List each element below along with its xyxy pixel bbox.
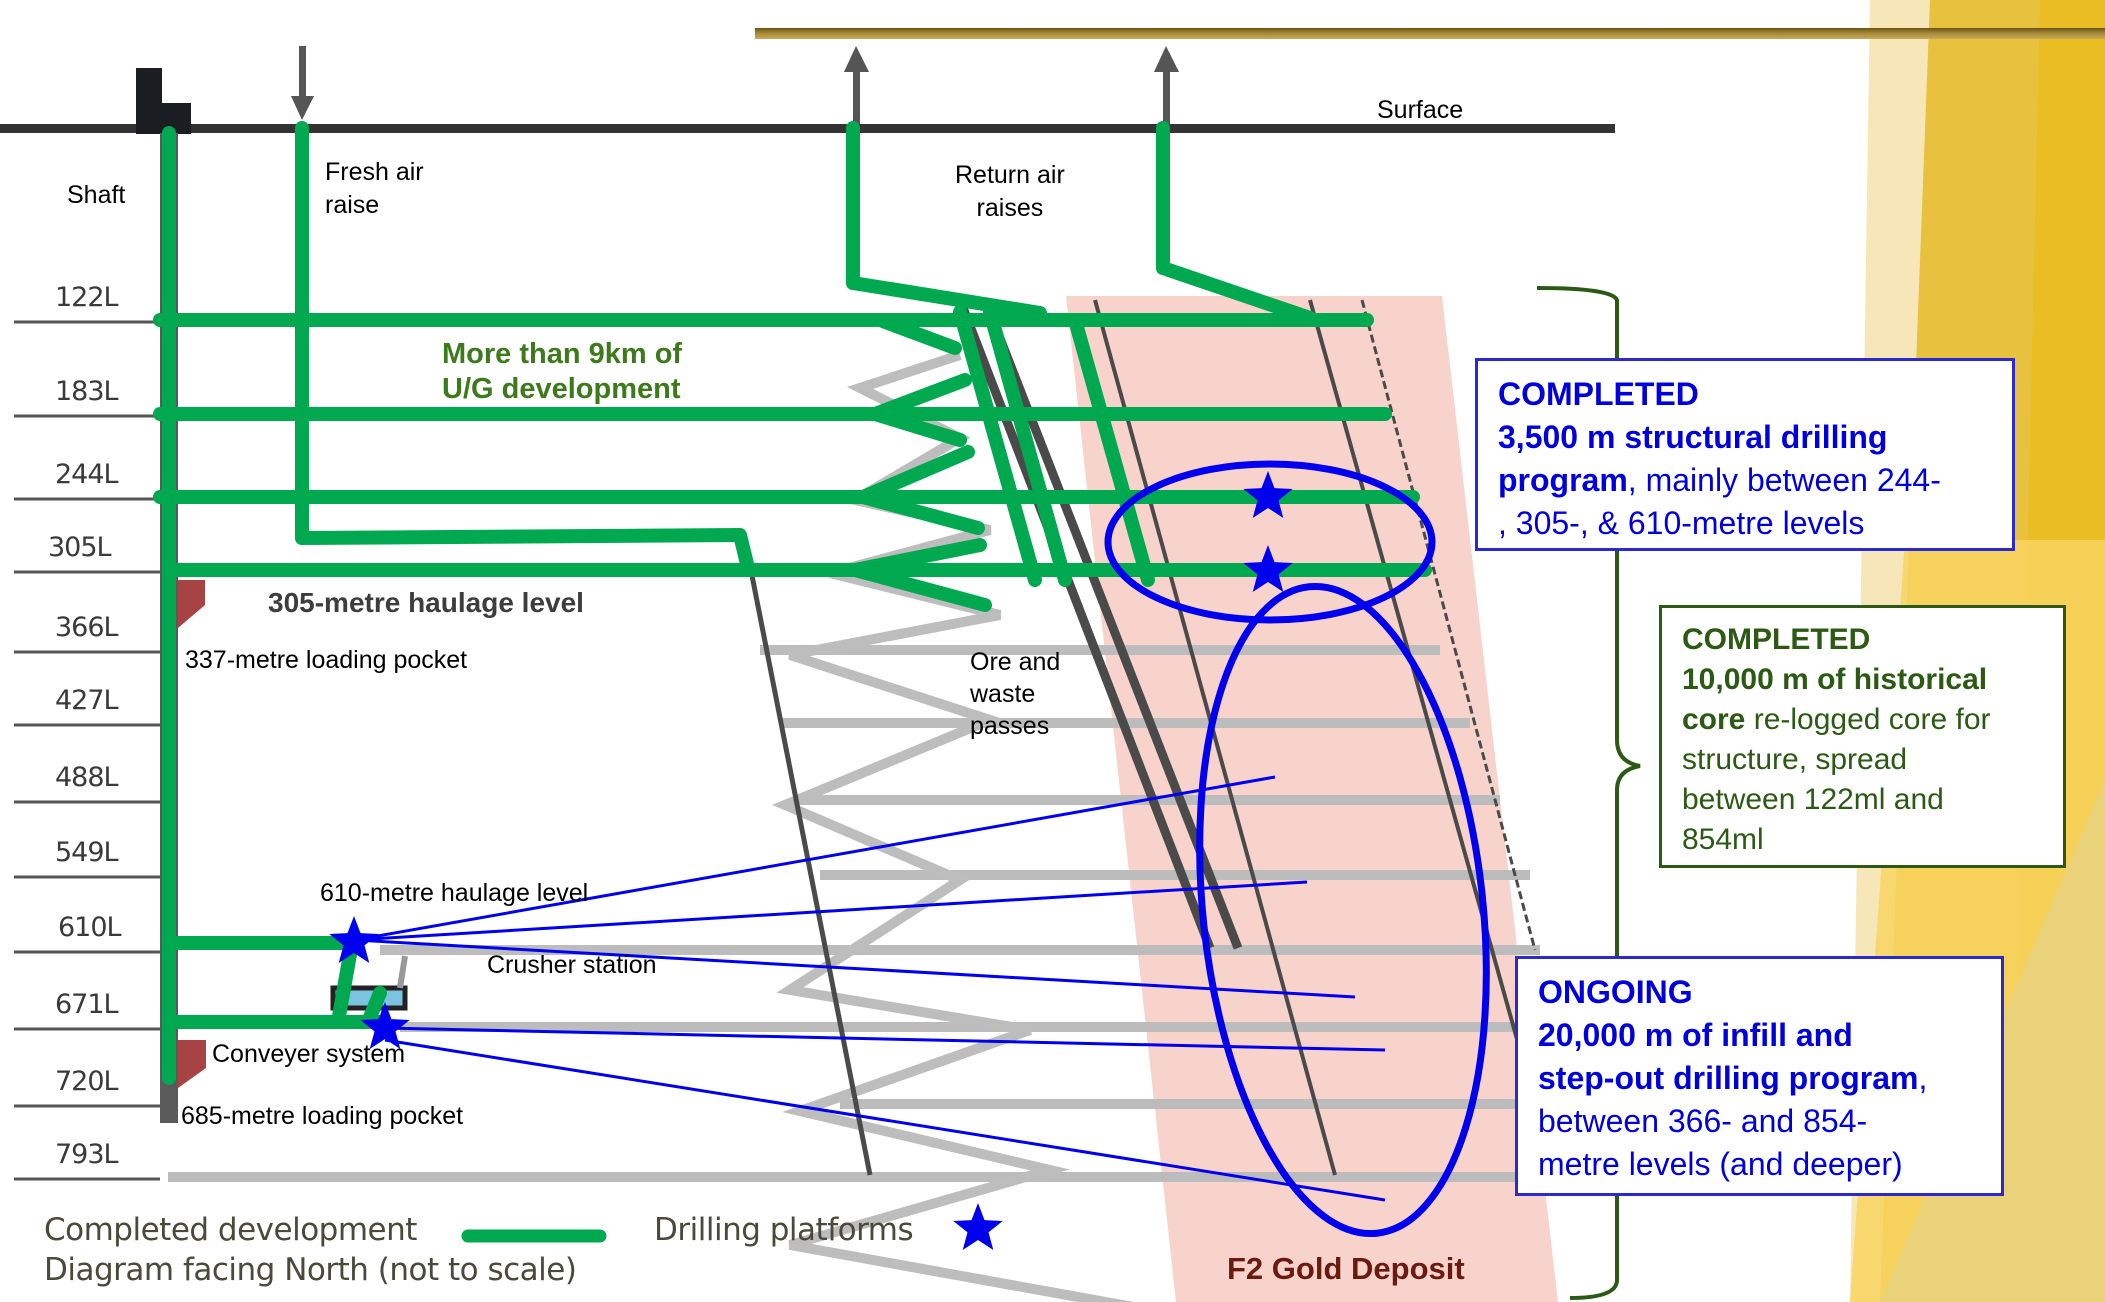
return-air-arrow-icon (844, 46, 869, 124)
level-label: 671L (55, 989, 119, 1020)
label-line: Return air (955, 161, 1065, 189)
label-line: Ore and (970, 648, 1061, 676)
level-label: 122L (55, 282, 119, 313)
callout-text: between 122ml and (1682, 783, 1944, 816)
callout-text: , mainly between 244- (1627, 462, 1941, 498)
callout-text: core (1682, 703, 1746, 736)
drilling-platform-star-icon (329, 916, 379, 963)
callout-text: 10,000 m of historical (1682, 663, 1988, 696)
level-label: 244L (55, 459, 119, 490)
callout-text: 3,500 m structural drilling (1498, 419, 1888, 455)
legend-completed-development: Completed development (44, 1212, 417, 1248)
completed-drilling-ellipse (1104, 460, 1436, 624)
callout-status: ONGOING (1538, 974, 1693, 1010)
legend-star-icon (953, 1203, 1003, 1250)
level-label: 366L (55, 612, 119, 643)
label-line: waste (970, 680, 1036, 708)
callout-text: re-logged core for (1745, 703, 1991, 736)
ongoing-drilling-ellipse (1196, 582, 1490, 1238)
callout-structural-drilling: COMPLETED 3,500 m structural drilling pr… (1475, 358, 2015, 551)
return-air-arrow-icon (1154, 46, 1179, 124)
return-air-raises-label: Return air raises (955, 159, 1065, 225)
level-label: 183L (55, 376, 119, 407)
level-label: 549L (55, 837, 119, 868)
loading-pocket-685-label: 685-metre loading pocket (181, 1102, 464, 1130)
label-line: More than 9km of (442, 338, 683, 370)
ore-waste-passes-label: Ore and waste passes (970, 646, 1060, 742)
conveyer-system-label: Conveyer system (212, 1040, 406, 1068)
level-label: 305L (48, 532, 112, 563)
callout-historical-core: COMPLETED 10,000 m of historical core re… (1659, 605, 2066, 868)
loading-pocket-icon (178, 1040, 206, 1088)
callout-text: between 366- and 854- (1538, 1103, 1868, 1139)
label-line: raise (325, 191, 380, 219)
callout-text: 854ml (1682, 823, 1764, 856)
label-line: U/G development (442, 373, 681, 405)
summary-bracket (1536, 286, 1641, 1300)
callout-text: , (1918, 1060, 1928, 1096)
fresh-air-arrow-icon (291, 46, 314, 120)
level-label: 427L (55, 685, 119, 716)
level-ticks (14, 320, 160, 1181)
callout-text: metre levels (and deeper) (1538, 1146, 1903, 1182)
drilling-platform-star-icon (1243, 471, 1293, 518)
callout-status: COMPLETED (1682, 623, 1871, 656)
haulage-305-label: 305-metre haulage level (268, 587, 584, 618)
label-line: passes (970, 712, 1050, 740)
level-label: 610L (58, 912, 122, 943)
legend-orientation-note: Diagram facing North (not to scale) (44, 1252, 577, 1288)
fresh-air-raise-label: Fresh air raise (325, 156, 424, 222)
loading-pocket-icon (178, 580, 205, 628)
label-line: raises (976, 194, 1044, 222)
undeveloped-levels (168, 645, 1540, 1182)
callout-text: program (1498, 462, 1628, 498)
drilling-platform-star-icon (360, 1002, 410, 1049)
loading-pocket-337-label: 337-metre loading pocket (185, 646, 468, 674)
deposit-label: F2 Gold Deposit (1227, 1251, 1465, 1286)
title-underline (755, 28, 2105, 39)
level-label: 720L (55, 1066, 119, 1097)
surface-line (0, 124, 1615, 133)
development-note: More than 9km of U/G development (442, 337, 682, 407)
callout-text: step-out drilling program (1538, 1060, 1919, 1096)
drill-holes (354, 775, 1386, 1202)
completed-development (153, 121, 1432, 1085)
shaft-label: Shaft (67, 181, 126, 209)
crusher-station-label: Crusher station (487, 951, 657, 979)
callout-text: structure, spread (1682, 743, 1908, 776)
headframe-icon (136, 68, 191, 134)
legend-drilling-platforms: Drilling platforms (654, 1212, 914, 1248)
drilling-platform-star-icon (1243, 545, 1293, 592)
surface-label: Surface (1377, 96, 1464, 124)
callout-text: 20,000 m of infill and (1538, 1017, 1853, 1053)
level-label: 488L (55, 762, 119, 793)
callout-text: , 305-, & 610-metre levels (1498, 505, 1865, 541)
level-label: 793L (55, 1139, 119, 1170)
callout-status: COMPLETED (1498, 376, 1699, 412)
label-line: Fresh air (325, 158, 424, 186)
haulage-610-label: 610-metre haulage level (320, 879, 589, 907)
callout-infill-drilling: ONGOING 20,000 m of infill and step-out … (1515, 956, 2004, 1196)
